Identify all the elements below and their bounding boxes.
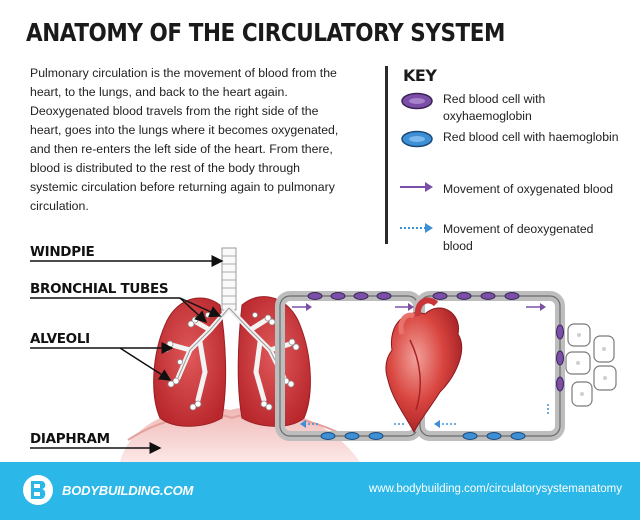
purple-cell-icon [401,92,433,110]
circulatory-diagram: WINDPIE BRONCHIAL TUBES ALVEOLI DIAPHRAM [30,244,617,462]
dotted-arrow-icon [400,223,433,233]
heart [385,297,463,434]
windpipe [221,247,237,311]
key-heading: KEY [403,66,437,85]
label-diaphragm: DIAPHRAM [30,431,110,447]
body-cells [565,323,617,407]
key-label-oxy: Red blood cell with oxyhaemoglobin [443,92,546,123]
intro-paragraph: Pulmonary circulation is the movement of… [30,66,339,213]
barbell-b-icon [23,475,53,505]
brand-name: BODYBUILDING.COM [62,482,194,498]
label-windpipe: WINDPIE [30,244,95,260]
footer-bar: BODYBUILDING.COM www.bodybuilding.com/ci… [0,462,640,520]
label-bronchial: BRONCHIAL TUBES [30,281,168,297]
footer-url[interactable]: www.bodybuilding.com/circulatorysysteman… [368,483,622,495]
key-divider [385,66,388,244]
brand-logo[interactable]: BODYBUILDING.COM [22,474,193,506]
key-label-deoxygenated: Movement of deoxygenated blood [443,222,594,253]
solid-arrow-icon [400,182,433,192]
oxygenated-cells-pulmonary [307,292,392,300]
key-label-haemo: Red blood cell with haemoglobin [443,130,619,144]
deoxygenated-cells-systemic [462,432,526,440]
label-alveoli: ALVEOLI [30,331,90,347]
oxygenated-cells-systemic [432,292,564,392]
page-title: ANATOMY OF THE CIRCULATORY SYSTEM [26,18,505,47]
key-label-oxygenated: Movement of oxygenated blood [443,182,614,196]
deoxygenated-cells-pulmonary [320,432,384,440]
blue-cell-icon [401,130,433,148]
